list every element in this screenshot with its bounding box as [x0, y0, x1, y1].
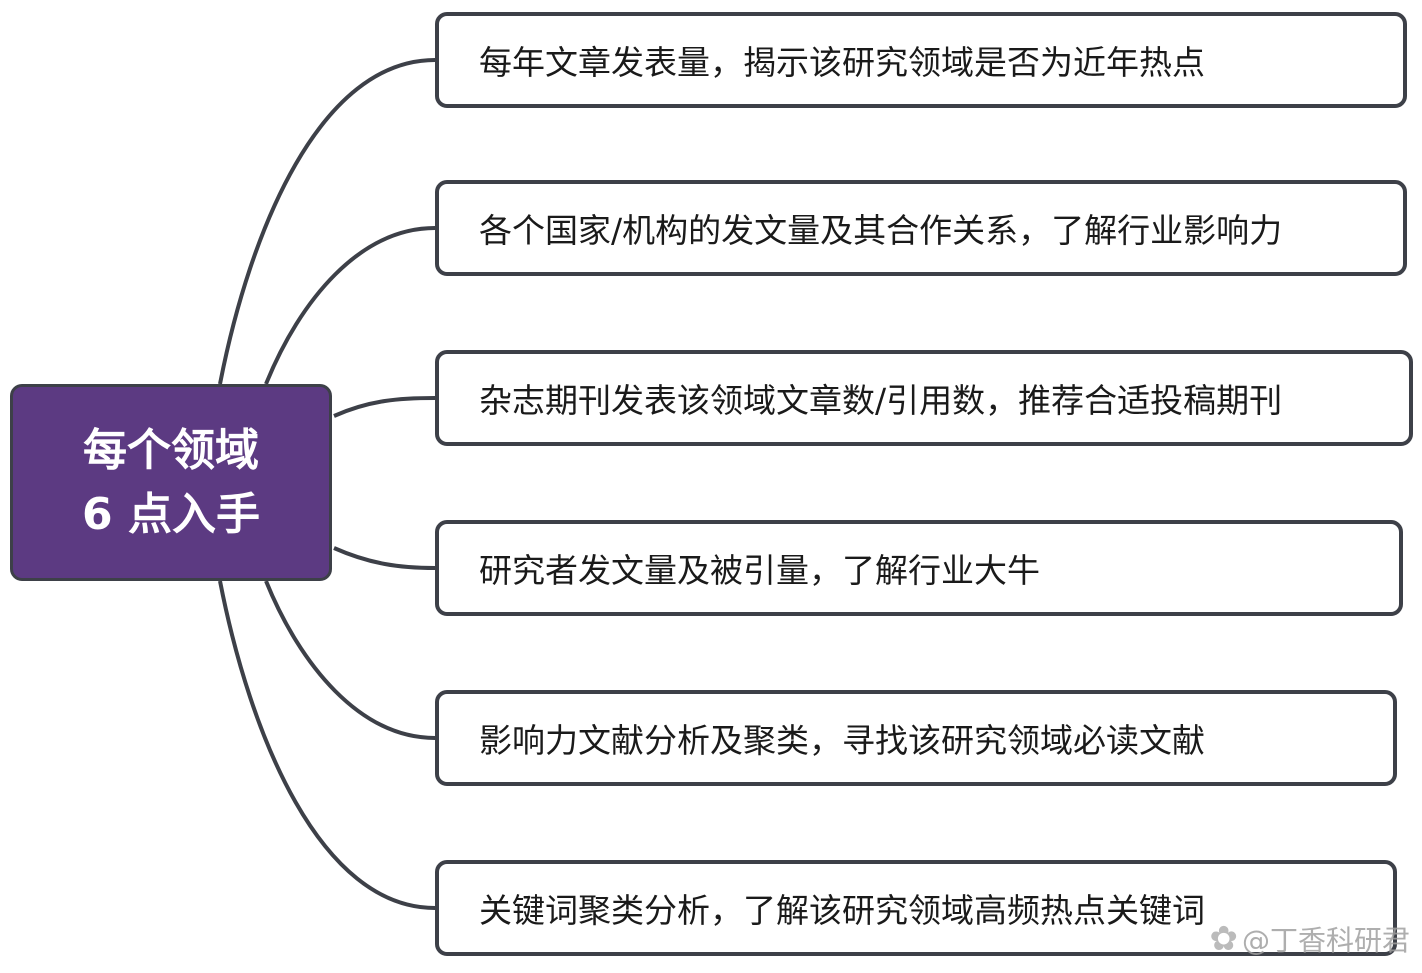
connector-line-6 [218, 580, 436, 910]
branch-label-5: 影响力文献分析及聚类，寻找该研究领域必读文献 [479, 721, 1205, 760]
connector-line-5 [264, 580, 436, 740]
branch-label-1: 每年文章发表量，揭示该研究领域是否为近年热点 [479, 43, 1205, 82]
branch-node-1: 每年文章发表量，揭示该研究领域是否为近年热点 [435, 12, 1407, 108]
branch-node-4: 研究者发文量及被引量，了解行业大牛 [435, 520, 1403, 616]
connector-line-3 [333, 396, 436, 418]
flower-icon: ✿ [1209, 919, 1238, 959]
branch-node-3: 杂志期刊发表该领域文章数/引用数，推荐合适投稿期刊 [435, 350, 1413, 446]
root-title-line-2: 6 点入手 [82, 488, 260, 540]
connector-line-4 [333, 546, 436, 570]
branch-node-5: 影响力文献分析及聚类，寻找该研究领域必读文献 [435, 690, 1397, 786]
branch-node-2: 各个国家/机构的发文量及其合作关系，了解行业影响力 [435, 180, 1407, 276]
branch-label-6: 关键词聚类分析，了解该研究领域高频热点关键词 [479, 891, 1205, 930]
branch-label-4: 研究者发文量及被引量，了解行业大牛 [479, 551, 1040, 590]
branch-node-6: 关键词聚类分析，了解该研究领域高频热点关键词 [435, 860, 1397, 956]
branch-label-2: 各个国家/机构的发文量及其合作关系，了解行业影响力 [479, 211, 1283, 250]
watermark: ✿ @丁香科研君 [1209, 919, 1410, 959]
branch-label-3: 杂志期刊发表该领域文章数/引用数，推荐合适投稿期刊 [479, 381, 1283, 420]
root-title-line-1: 每个领域 [83, 424, 259, 476]
connector-line-2 [264, 226, 436, 385]
watermark-text: @丁香科研君 [1241, 924, 1410, 957]
connector-line-1 [218, 58, 436, 385]
root-node: 每个领域 6 点入手 [10, 384, 332, 581]
